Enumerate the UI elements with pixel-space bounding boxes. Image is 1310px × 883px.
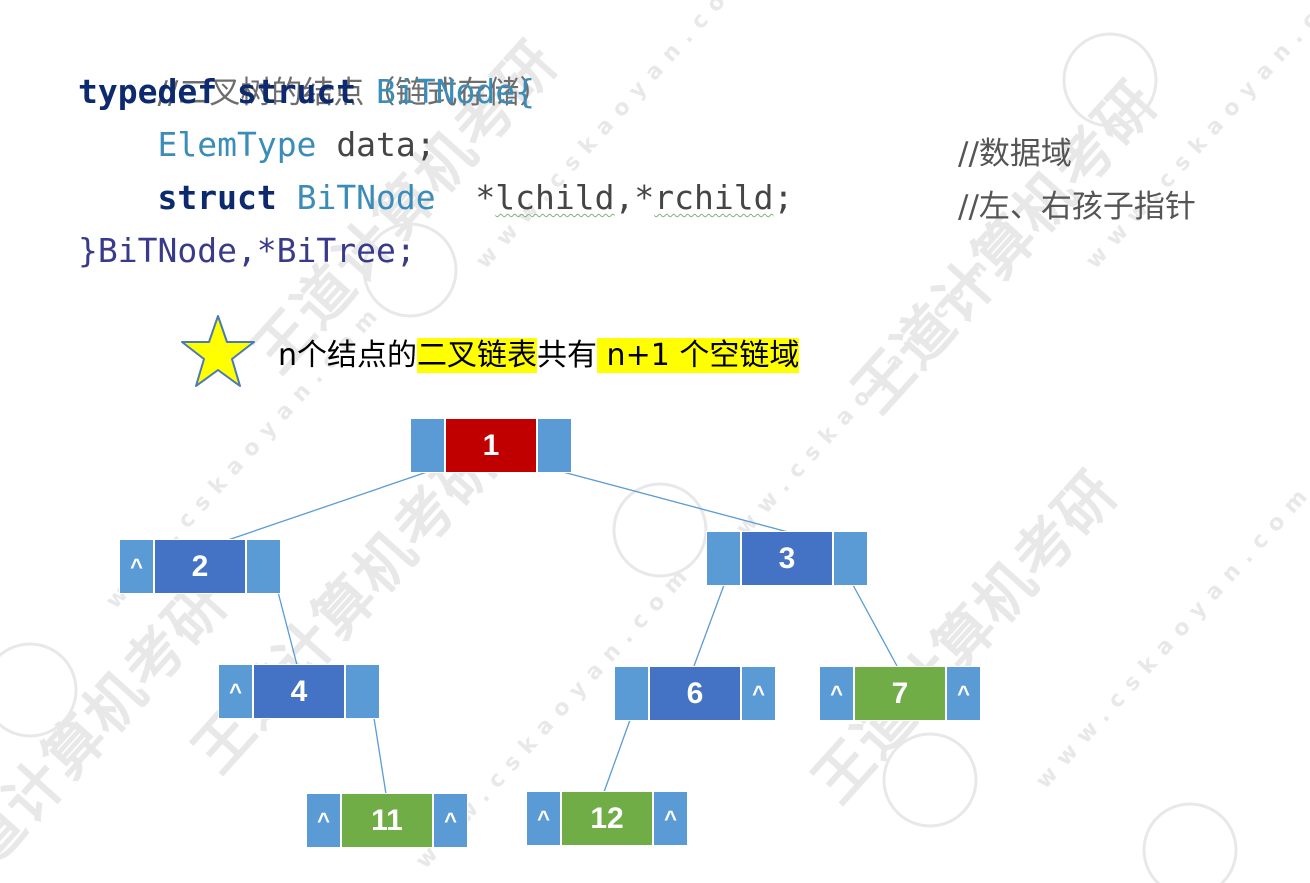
semicolon: ; bbox=[773, 178, 794, 217]
tree-node-11: ^11^ bbox=[306, 793, 468, 848]
tree-edge bbox=[603, 719, 631, 793]
rchild-pointer: ^ bbox=[433, 793, 468, 848]
rchild-pointer: ^ bbox=[946, 666, 981, 721]
note-highlight-list: 二叉链表 bbox=[417, 338, 538, 373]
code-comment-line: //二叉树的结点（链式存储） bbox=[78, 12, 793, 111]
lchild-pointer: ^ bbox=[306, 793, 341, 848]
rchild-field: rchild bbox=[654, 178, 774, 217]
tree-edge bbox=[562, 471, 789, 533]
node-value: 6 bbox=[649, 666, 741, 721]
node-value: 7 bbox=[854, 666, 946, 721]
tree-edge bbox=[373, 717, 387, 795]
code-comment-title: //二叉树的结点（链式存储） bbox=[157, 75, 551, 111]
lchild-pointer: ^ bbox=[526, 791, 561, 846]
rchild-pointer bbox=[246, 539, 281, 594]
tree-node-12: ^12^ bbox=[526, 791, 688, 846]
pointer-comma: ,* bbox=[614, 178, 655, 217]
code-typedef-line: typedef struct BiTNode{ bbox=[78, 65, 793, 118]
tree-node-3: 3 bbox=[706, 531, 868, 586]
tree-node-7: ^7^ bbox=[819, 666, 981, 721]
tree-edge bbox=[227, 471, 428, 541]
note-prefix: n个结点的 bbox=[278, 338, 418, 373]
tree-node-2: ^2 bbox=[119, 539, 281, 594]
keyword-struct-2: struct bbox=[157, 178, 277, 217]
data-field-comment: //数据域 bbox=[958, 136, 1072, 172]
tree-node-6: 6^ bbox=[614, 666, 776, 721]
null-link-note: n个结点的二叉链表共有 n+1 个空链域 bbox=[278, 334, 800, 378]
note-highlight-count: n+1 个空链域 bbox=[597, 338, 800, 373]
lchild-pointer: ^ bbox=[819, 666, 854, 721]
node-value: 3 bbox=[741, 531, 833, 586]
node-value: 4 bbox=[253, 664, 345, 719]
tree-node-1: 1 bbox=[410, 418, 572, 473]
note-middle: 共有 bbox=[537, 338, 598, 373]
rchild-pointer bbox=[833, 531, 868, 586]
tree-node-4: ^4 bbox=[218, 664, 380, 719]
data-field: data; bbox=[336, 125, 436, 164]
node-value: 1 bbox=[445, 418, 537, 473]
star-icon bbox=[181, 315, 255, 387]
lchild-field: lchild bbox=[495, 178, 615, 217]
node-value: 11 bbox=[341, 793, 433, 848]
typedef-names: }BiTNode,*BiTree; bbox=[78, 231, 416, 270]
code-data-line: ElemType data; bbox=[78, 118, 793, 171]
keyword-typedef: typedef bbox=[78, 72, 218, 111]
elemtype-type: ElemType bbox=[157, 125, 317, 164]
rchild-pointer bbox=[537, 418, 572, 473]
node-value: 12 bbox=[561, 791, 653, 846]
tree-edge bbox=[852, 584, 898, 667]
code-child-line: struct BiTNode *lchild,*rchild; bbox=[78, 171, 793, 224]
code-block: //二叉树的结点（链式存储） typedef struct BiTNode{ E… bbox=[78, 12, 793, 277]
lchild-pointer bbox=[706, 531, 741, 586]
bitnode-type: BiTNode bbox=[296, 178, 436, 217]
struct-name: BiTNode{ bbox=[376, 72, 535, 111]
child-pointer-comment: //左、右孩子指针 bbox=[958, 189, 1196, 225]
tree-edge bbox=[277, 591, 298, 666]
pointer-star: * bbox=[475, 178, 496, 217]
keyword-struct: struct bbox=[236, 72, 357, 111]
lchild-pointer bbox=[614, 666, 649, 721]
lchild-pointer: ^ bbox=[218, 664, 253, 719]
rchild-pointer: ^ bbox=[653, 791, 688, 846]
lchild-pointer bbox=[410, 418, 445, 473]
node-value: 2 bbox=[154, 539, 246, 594]
tree-edge bbox=[693, 584, 725, 667]
code-end-line: }BiTNode,*BiTree; bbox=[78, 224, 793, 277]
rchild-pointer bbox=[345, 664, 380, 719]
lchild-pointer: ^ bbox=[119, 539, 154, 594]
rchild-pointer: ^ bbox=[741, 666, 776, 721]
